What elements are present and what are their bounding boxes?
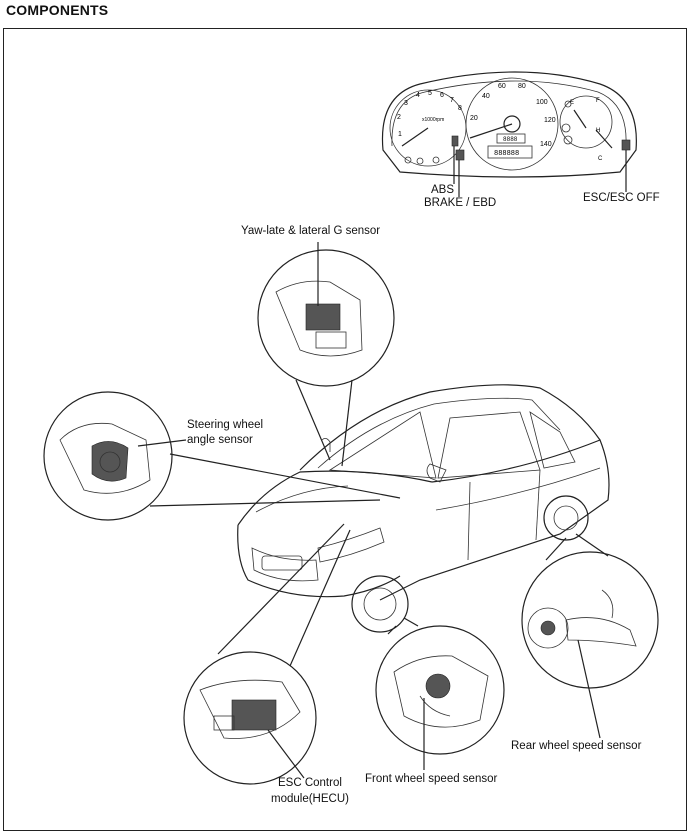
instrument-cluster: 1 2 3 4 5 6 7 8 x1000rpm 20 40 60 80 100… [381, 71, 637, 197]
speed-tick-80: 80 [518, 83, 526, 90]
hecu-unit [231, 699, 277, 731]
temp-needle [595, 129, 613, 149]
label-esc-module-line2: module(HECU) [271, 793, 349, 805]
rear-wheel-hub [540, 620, 556, 636]
rear-wheel-callout [521, 533, 659, 739]
page-title: COMPONENTS [6, 2, 109, 18]
yaw-sensor-unit [305, 303, 341, 331]
front-wheel-speed-sensor-unit [425, 673, 451, 699]
trip-value: 8888 [503, 136, 518, 143]
speed-tick-20: 20 [470, 115, 478, 122]
label-yaw-sensor: Yaw-late & lateral G sensor [241, 225, 381, 237]
trip-display [496, 133, 526, 144]
speedometer-needle [469, 123, 513, 139]
steering-sensor-detail-circle [43, 391, 173, 521]
tach-tick-5: 5 [428, 90, 432, 97]
speed-tick-140: 140 [540, 141, 552, 148]
temp-label-c: C [598, 156, 603, 162]
label-front-wheel-sensor: Front wheel speed sensor [365, 773, 498, 785]
fuel-temp-gauge [559, 95, 613, 149]
rear-wheel-detail-circle [521, 551, 659, 689]
label-rear-wheel-sensor: Rear wheel speed sensor [511, 740, 642, 752]
label-esc-off: ESC/ESC OFF [583, 192, 660, 204]
fuel-label-e: E [570, 100, 574, 106]
diagram-frame [3, 28, 687, 831]
label-esc-module-line1: ESC Control [278, 777, 342, 789]
tach-tick-7: 7 [450, 97, 454, 104]
speed-tick-60: 60 [498, 83, 506, 90]
esc-warning-lamp [621, 139, 631, 151]
tach-unit: x1000rpm [422, 117, 444, 123]
front-wheel [351, 575, 409, 633]
yaw-sensor-callout [257, 242, 395, 467]
fuel-needle [573, 109, 587, 129]
hecu-callout [183, 523, 351, 785]
front-wheel-callout [375, 617, 505, 770]
tach-tick-2: 2 [397, 114, 401, 121]
tachometer-needle [401, 127, 429, 147]
tach-tick-8: 8 [458, 105, 462, 112]
tach-tick-6: 6 [440, 92, 444, 99]
temp-label-h: H [596, 128, 600, 134]
yaw-sensor-detail-circle [257, 249, 395, 387]
speed-tick-120: 120 [544, 117, 556, 124]
speed-tick-100: 100 [536, 99, 548, 106]
abs-warning-lamp [451, 135, 459, 147]
steering-sensor-callout [43, 391, 401, 521]
odometer-display [487, 145, 533, 159]
speed-tick-40: 40 [482, 93, 490, 100]
label-brake-ebd: BRAKE / EBD [424, 197, 497, 209]
rear-wheel [543, 495, 589, 541]
speedometer-gauge [465, 77, 559, 171]
tach-tick-4: 4 [416, 92, 420, 99]
label-steering-line1: Steering wheel [187, 419, 264, 431]
car-illustration [237, 384, 610, 633]
label-abs: ABS [431, 184, 455, 196]
steering-angle-sensor-unit [91, 441, 129, 482]
label-steering-line2: angle sensor [187, 434, 253, 446]
brake-warning-lamp [455, 149, 465, 161]
tach-tick-3: 3 [404, 100, 408, 107]
hecu-detail-circle [183, 651, 317, 785]
front-wheel-detail-circle [375, 625, 505, 755]
fuel-label-f: F [596, 98, 600, 104]
tach-tick-1: 1 [398, 131, 402, 138]
odometer-value: 888888 [494, 150, 519, 158]
